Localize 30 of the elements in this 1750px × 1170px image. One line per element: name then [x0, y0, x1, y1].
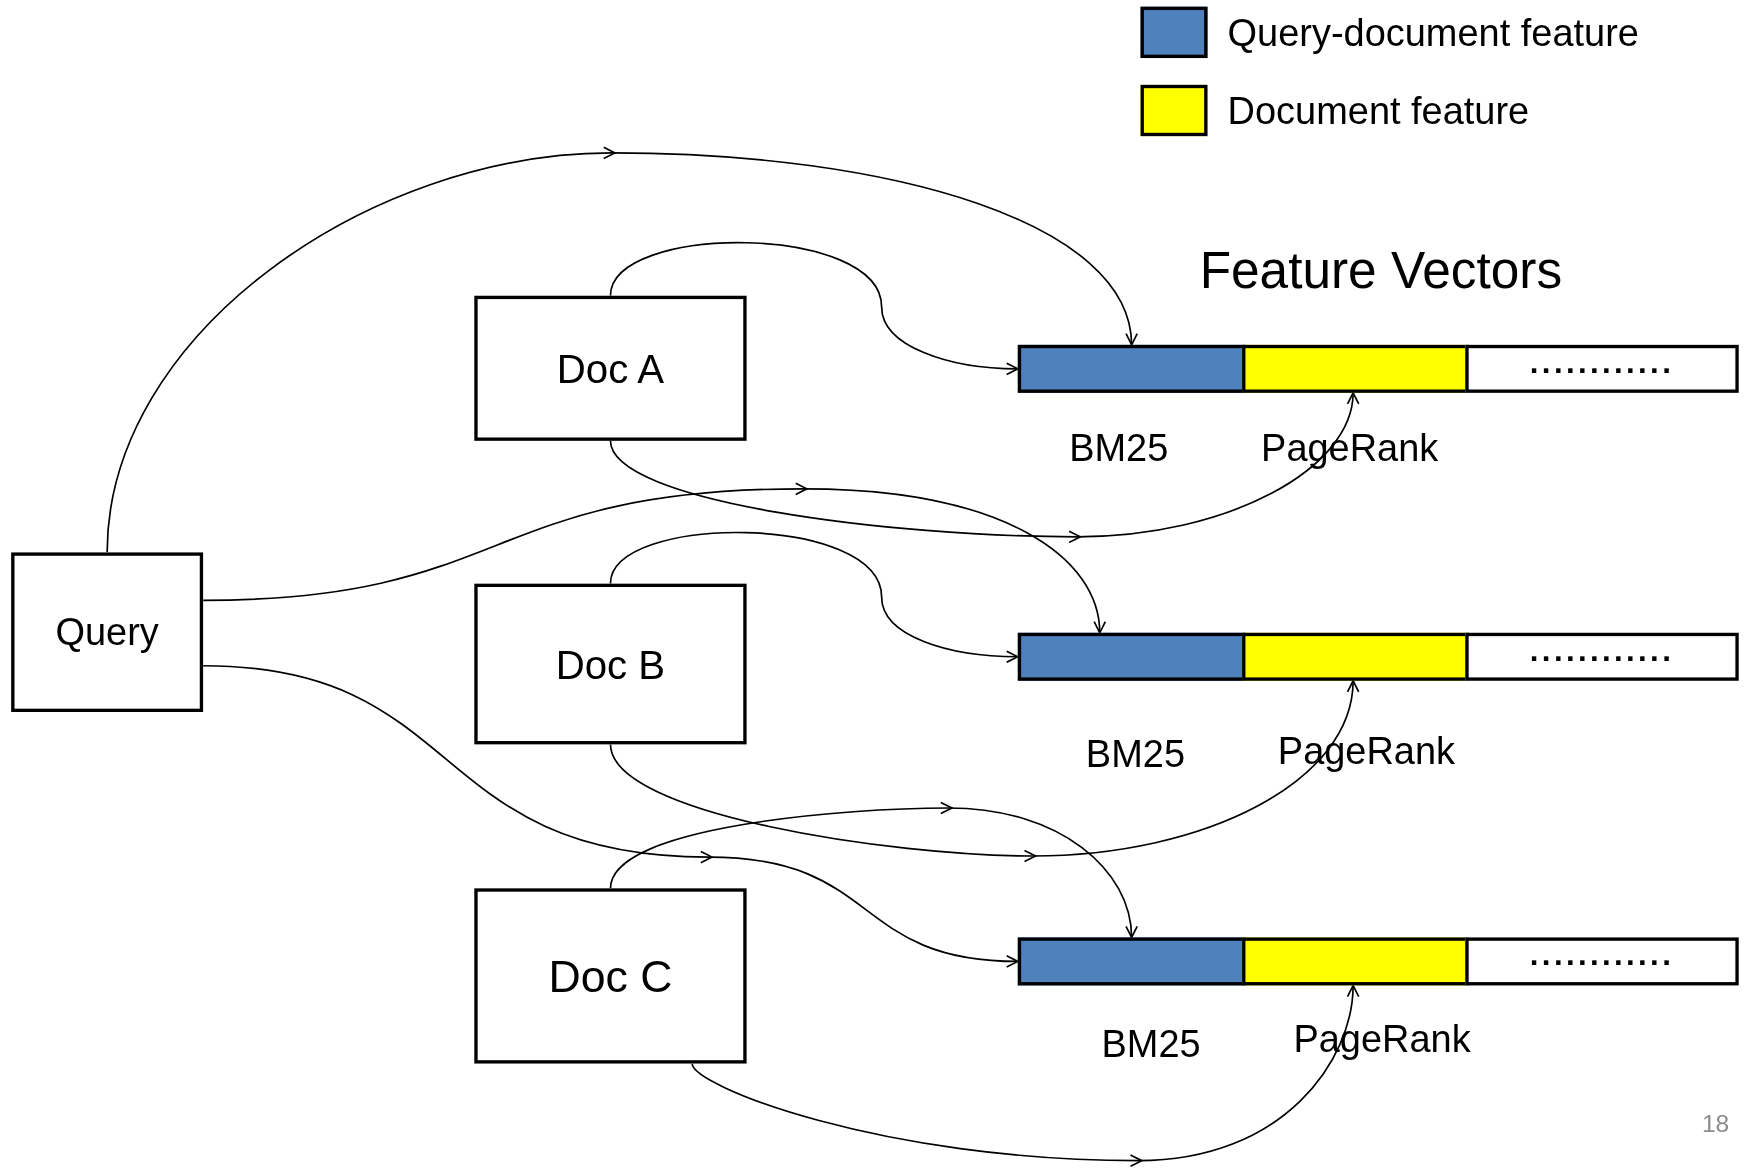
arrow: [691, 984, 1360, 1167]
feature-segment: [1465, 632, 1739, 681]
feature-label: BM25: [1085, 731, 1185, 777]
arrow: [202, 664, 1019, 968]
feature-label: BM25: [1069, 425, 1169, 471]
ellipsis-text: ............: [1529, 634, 1675, 666]
document-box: [474, 295, 747, 441]
arrow: [609, 241, 1019, 375]
arrow: [106, 146, 1138, 554]
node-label: Doc B: [555, 640, 666, 689]
feature-segment: [1465, 344, 1739, 393]
ellipsis-text: ............: [1529, 939, 1675, 971]
document-box: [11, 552, 204, 712]
node-label: Query: [55, 609, 159, 656]
node-label: Doc A: [556, 344, 665, 394]
legend-label: Query-document feature: [1227, 13, 1639, 52]
node-label: Doc C: [548, 950, 673, 1003]
arrow: [609, 531, 1019, 663]
diagram-title: Feature Vectors: [1199, 240, 1563, 302]
document-box: [474, 888, 747, 1064]
feature-label: BM25: [1101, 1021, 1201, 1067]
arrow: [202, 482, 1106, 634]
feature-segment: [1465, 937, 1739, 986]
ellipsis-text: ............: [1529, 346, 1675, 378]
legend-label: Document feature: [1227, 91, 1530, 130]
arrow: [609, 801, 1138, 939]
document-box: [474, 583, 747, 745]
page-number: 18: [1701, 1108, 1730, 1140]
arrow: [609, 679, 1360, 863]
arrow: [609, 392, 1360, 543]
